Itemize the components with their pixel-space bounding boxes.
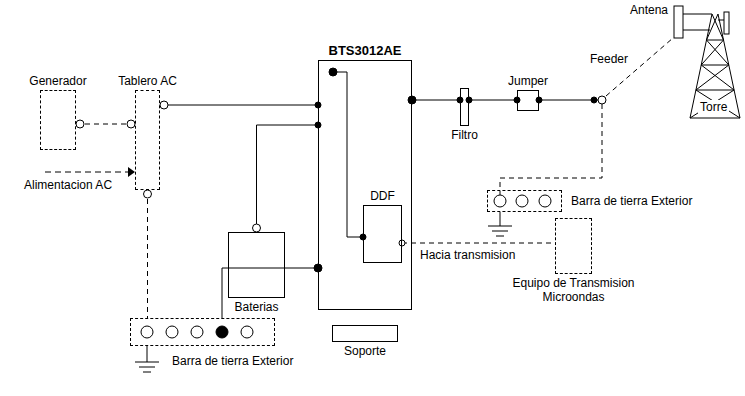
feeder-line [606,38,673,96]
node-label: Tablero AC [118,74,177,88]
antenna-label: Antena [628,3,670,17]
node-label: Barra de tierra Exterior [172,354,293,368]
bts-cabinet: BTS3012AEDDF [318,60,412,310]
jumper-feeder-wire [539,100,598,101]
node-label: Equipo de Transmision Microondas [489,276,659,304]
feeder-ground-wire [500,104,602,195]
node-label: Soporte [344,344,386,358]
edge-label: Hacia transmision [418,248,517,262]
bar-hole [166,326,178,338]
antenna [674,6,729,38]
terminal [253,224,261,232]
terminal [127,120,135,128]
terminal [536,97,542,103]
bar-hole [516,195,528,207]
terminal [466,97,472,103]
bar-hole [494,195,506,207]
node-label: Filtro [451,128,478,142]
bar-hole [539,195,551,207]
ground-symbol [135,346,159,372]
ddf-box: DDF [363,205,402,263]
node-label: Generador [29,74,86,88]
terminal [329,68,337,76]
connector-wire [76,124,135,125]
bar-hole [216,326,228,338]
support-base: Soporte [332,325,398,342]
connector-wire [222,268,318,318]
ground-bar: Barra de tierra Exterior [487,190,562,212]
node-label: Jumper [508,74,548,88]
bar-hole [241,326,253,338]
bar-hole [191,326,203,338]
ground-bar: Barra de tierra Exterior [130,318,275,346]
bts-internal-wire [333,72,363,237]
jumper-box: Jumper [517,90,539,111]
generator-box: Generador [40,90,76,150]
connector-wire [402,243,555,244]
node-label: Baterias [234,300,278,314]
terminal [408,96,416,104]
terminal [591,97,597,103]
terminal [144,190,152,198]
ac-feed-line [45,172,128,173]
filter-box: Filtro [460,88,469,126]
connector-wire [147,190,148,318]
terminal [598,96,606,104]
bar-hole [141,326,153,338]
feeder-label: Feeder [588,52,630,66]
microwave-equipment: Equipo de Transmision Microondas [555,218,592,274]
ac-panel-box: Tablero AC [135,90,160,190]
connector-wire [257,125,319,232]
ac-supply-label: Alimentacion AC [22,178,114,192]
battery-box: Baterias [228,232,285,298]
tower-label: Torre [698,100,729,114]
terminal [399,240,405,246]
connector-wire [469,100,517,101]
terminal [160,101,168,109]
connector-wire [160,105,318,106]
node-label: DDF [370,189,395,203]
node-label: Barra de tierra Exterior [571,194,692,208]
ground-symbol [488,212,512,236]
arrow-head [128,167,135,177]
connector-wire [412,100,460,101]
terminal [76,120,84,128]
node-label: BTS3012AE [329,44,402,58]
